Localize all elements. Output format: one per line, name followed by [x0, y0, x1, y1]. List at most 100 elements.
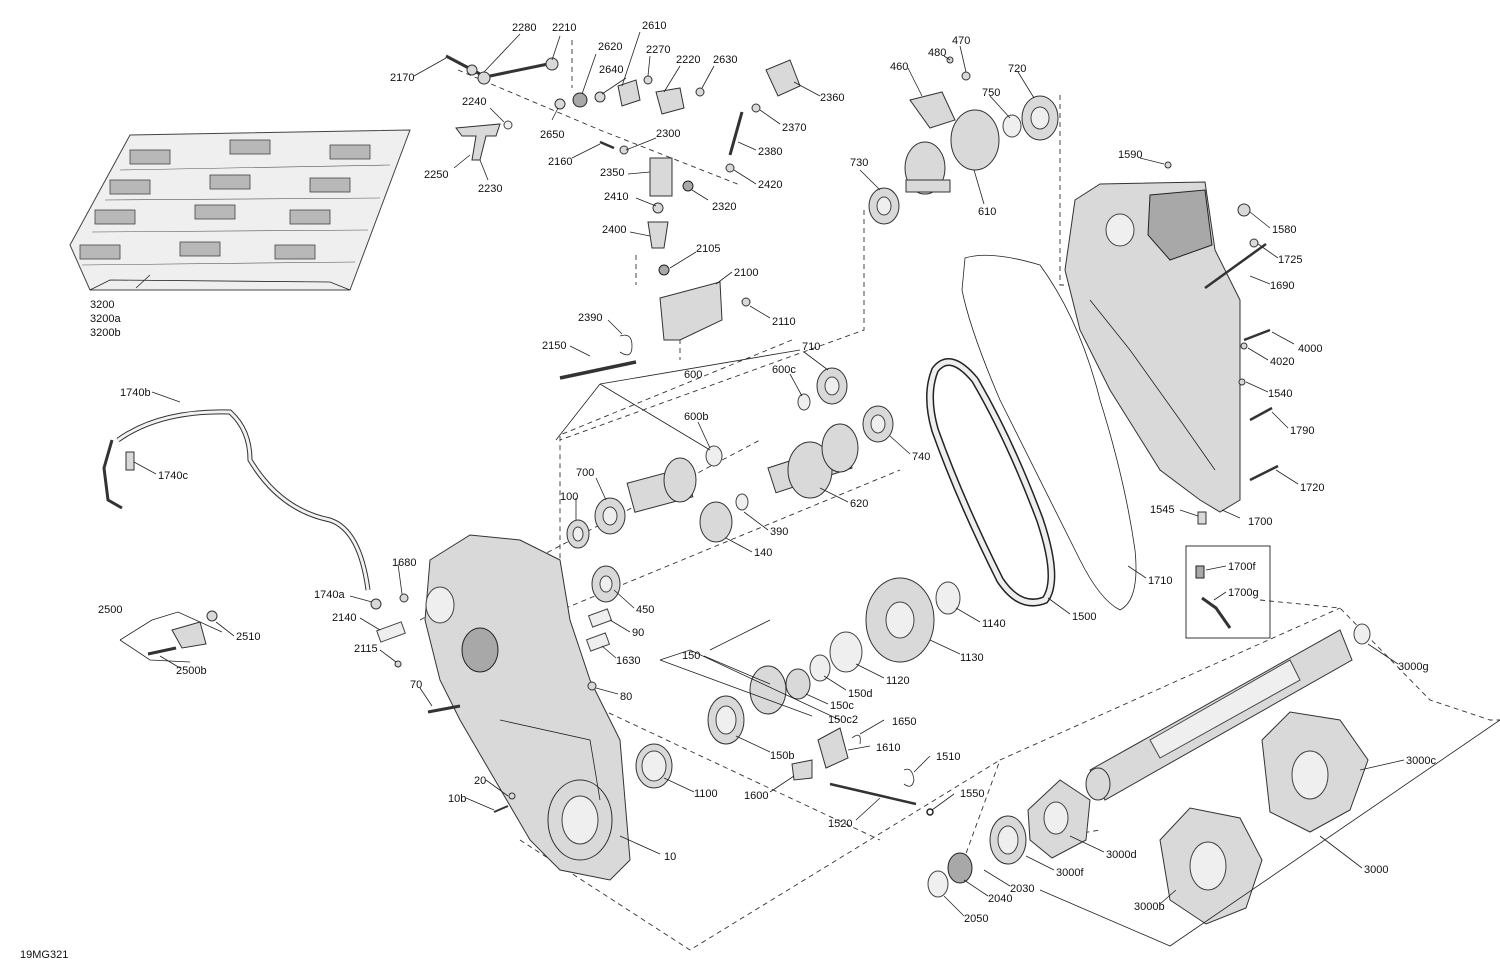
label-1140: 1140 — [982, 618, 1006, 630]
label-1545: 1545 — [1150, 504, 1174, 516]
label-3000d: 3000d — [1106, 849, 1137, 861]
label-2500: 2500 — [98, 604, 122, 616]
group-brackets — [119, 349, 1500, 947]
label-710: 710 — [802, 341, 820, 353]
label-2030: 2030 — [1010, 883, 1034, 895]
label-2510: 2510 — [236, 631, 260, 643]
label-1700: 1700 — [1248, 516, 1272, 528]
label-2370: 2370 — [782, 122, 806, 134]
label-2240: 2240 — [462, 96, 486, 108]
label-2620: 2620 — [598, 41, 622, 53]
label-2300: 2300 — [656, 128, 680, 140]
label-2210: 2210 — [552, 22, 576, 34]
label-2360: 2360 — [820, 92, 844, 104]
label-2100: 2100 — [734, 267, 758, 279]
label-610: 610 — [978, 206, 996, 218]
shaft-group-600-620 — [566, 367, 894, 549]
diagram-code: 19MG321 — [20, 949, 68, 961]
label-460: 460 — [890, 61, 908, 73]
label-1650: 1650 — [892, 716, 916, 728]
label-90: 90 — [632, 627, 644, 639]
label-2420: 2420 — [758, 179, 782, 191]
label-10: 10 — [664, 851, 676, 863]
label-140: 140 — [754, 547, 772, 559]
label-1740a: 1740a — [314, 589, 345, 601]
label-1790: 1790 — [1290, 425, 1314, 437]
label-600: 600 — [684, 369, 702, 381]
label-100: 100 — [560, 491, 578, 503]
label-2150: 2150 — [542, 340, 566, 352]
label-1700g: 1700g — [1228, 587, 1259, 599]
label-1690: 1690 — [1270, 280, 1294, 292]
label-1725: 1725 — [1278, 254, 1302, 266]
label-1580: 1580 — [1272, 224, 1296, 236]
label-4020: 4020 — [1270, 356, 1294, 368]
chaincase-cover-1700 — [1064, 161, 1279, 525]
label-150b: 150b — [770, 750, 794, 762]
label-1120: 1120 — [886, 675, 910, 687]
label-720: 720 — [1008, 63, 1026, 75]
label-600c: 600c — [772, 364, 796, 376]
gasket-1710 — [961, 254, 1137, 611]
track-3200 — [69, 129, 411, 291]
label-1550: 1550 — [960, 788, 984, 800]
label-3000c: 3000c — [1406, 755, 1436, 767]
label-470: 470 — [952, 35, 970, 47]
label-2410: 2410 — [604, 191, 628, 203]
vent-hose-1740 — [102, 409, 371, 591]
label-2320: 2320 — [712, 201, 736, 213]
label-150c2: 150c2 — [828, 714, 858, 726]
label-390: 390 — [770, 526, 788, 538]
label-2110: 2110 — [772, 316, 796, 328]
inset-parts-1700 — [1195, 565, 1232, 629]
label-150d: 150d — [848, 688, 872, 700]
label-1520: 1520 — [828, 818, 852, 830]
label-2350: 2350 — [600, 167, 624, 179]
part-2500 — [147, 610, 218, 656]
label-3000g: 3000g — [1398, 661, 1429, 673]
gear-1130 — [707, 577, 961, 816]
label-1710: 1710 — [1148, 575, 1172, 587]
label-480: 480 — [928, 47, 946, 59]
label-700: 700 — [576, 467, 594, 479]
label-2610: 2610 — [642, 20, 666, 32]
label-1720: 1720 — [1300, 482, 1324, 494]
drive-shaft-3000 — [927, 623, 1371, 925]
label-1100: 1100 — [694, 788, 718, 800]
label-3000b: 3000b — [1134, 901, 1165, 913]
label-2170: 2170 — [390, 72, 414, 84]
label-740: 740 — [912, 451, 930, 463]
label-2230: 2230 — [478, 183, 502, 195]
label-2220: 2220 — [676, 54, 700, 66]
label-150c: 150c — [830, 700, 854, 712]
part-labels: 2280 2210 2610 2620 2270 2640 2220 2630 … — [20, 20, 1436, 961]
label-1600: 1600 — [744, 790, 768, 802]
label-3000: 3000 — [1364, 864, 1388, 876]
chain-1500 — [926, 358, 1056, 607]
label-1130: 1130 — [960, 652, 984, 664]
label-2105: 2105 — [696, 243, 720, 255]
label-80: 80 — [620, 691, 632, 703]
label-2160: 2160 — [548, 156, 572, 168]
inset-box-1700 — [1185, 545, 1271, 639]
label-600b: 600b — [684, 411, 708, 423]
label-10b: 10b — [448, 793, 466, 805]
label-2640: 2640 — [599, 64, 623, 76]
label-1540: 1540 — [1268, 388, 1292, 400]
label-20: 20 — [474, 775, 486, 787]
label-150: 150 — [682, 650, 700, 662]
label-3200: 3200 — [90, 299, 114, 311]
label-2500b: 2500b — [176, 665, 207, 677]
label-3200b: 3200b — [90, 327, 121, 339]
label-2250: 2250 — [424, 169, 448, 181]
label-3000f: 3000f — [1056, 867, 1084, 879]
label-2280: 2280 — [512, 22, 536, 34]
label-2115: 2115 — [354, 643, 378, 655]
label-1510: 1510 — [936, 751, 960, 763]
label-730: 730 — [850, 157, 868, 169]
label-1740c: 1740c — [158, 470, 188, 482]
label-1680: 1680 — [392, 557, 416, 569]
label-70: 70 — [410, 679, 422, 691]
label-1500: 1500 — [1072, 611, 1096, 623]
